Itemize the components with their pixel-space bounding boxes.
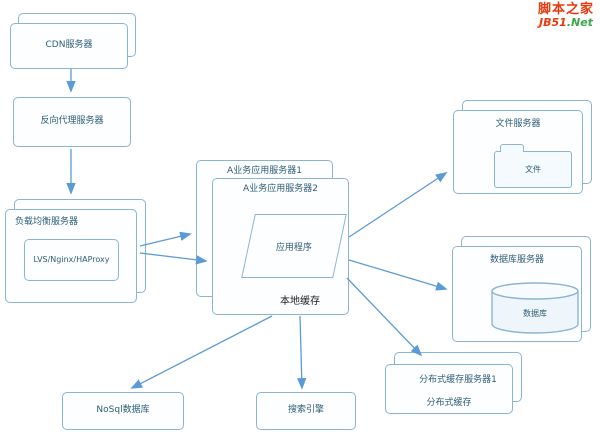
arrow-app-to-distcache bbox=[346, 277, 423, 357]
logo-domain-red: JB51 bbox=[539, 15, 567, 29]
app-server-1-label: A业务应用服务器1 bbox=[227, 166, 302, 176]
cdn-server-label: CDN服务器 bbox=[45, 40, 93, 51]
search-engine-box: 搜索引擎 bbox=[256, 392, 356, 430]
logo-domain-green: .Net bbox=[566, 15, 593, 29]
folder-icon: 文件 bbox=[494, 144, 572, 188]
arrow-lb-to-app1 bbox=[139, 231, 192, 247]
dist-cache-label: 分布式缓存 bbox=[426, 398, 472, 408]
logo-site-name: 脚本之家 bbox=[537, 2, 594, 17]
arrow-app-to-nosql bbox=[130, 315, 273, 389]
dist-cache-box bbox=[385, 364, 513, 414]
lvs-nginx-haproxy-label: LVS/Nginx/HAProxy bbox=[33, 255, 110, 264]
local-cache-label: 本地缓存 bbox=[280, 296, 320, 307]
arrow-app-to-search bbox=[297, 315, 307, 390]
search-engine-label: 搜索引擎 bbox=[287, 405, 324, 416]
app-server-2-label: A业务应用服务器2 bbox=[243, 184, 318, 194]
reverse-proxy-label: 反向代理服务器 bbox=[40, 116, 104, 127]
cdn-server-box: CDN服务器 bbox=[10, 23, 128, 69]
cylinder-shape bbox=[491, 282, 579, 334]
arrow-app-to-file bbox=[348, 172, 448, 238]
load-balancer-label: 负载均衡服务器 bbox=[15, 217, 79, 227]
application-parallelogram: 应用程序 bbox=[241, 214, 347, 278]
database-cylinder-icon: 数据库 bbox=[490, 281, 580, 335]
arrow-app-to-db bbox=[348, 259, 448, 291]
reverse-proxy-box: 反向代理服务器 bbox=[13, 97, 131, 147]
logo-domain: JB51.Net bbox=[538, 15, 594, 29]
lvs-nginx-haproxy-box: LVS/Nginx/HAProxy bbox=[24, 239, 119, 281]
jb51-logo: 脚本之家 JB51.Net bbox=[538, 3, 594, 28]
dist-cache-1-label: 分布式缓存服务器1 bbox=[419, 375, 497, 385]
file-label: 文件 bbox=[525, 165, 541, 174]
db-server-label: 数据库服务器 bbox=[489, 255, 544, 265]
application-label: 应用程序 bbox=[275, 242, 312, 253]
nosql-db-box: NoSql数据库 bbox=[62, 392, 184, 430]
database-label: 数据库 bbox=[523, 309, 547, 318]
file-server-label: 文件服务器 bbox=[495, 119, 541, 129]
nosql-db-label: NoSql数据库 bbox=[96, 405, 150, 416]
